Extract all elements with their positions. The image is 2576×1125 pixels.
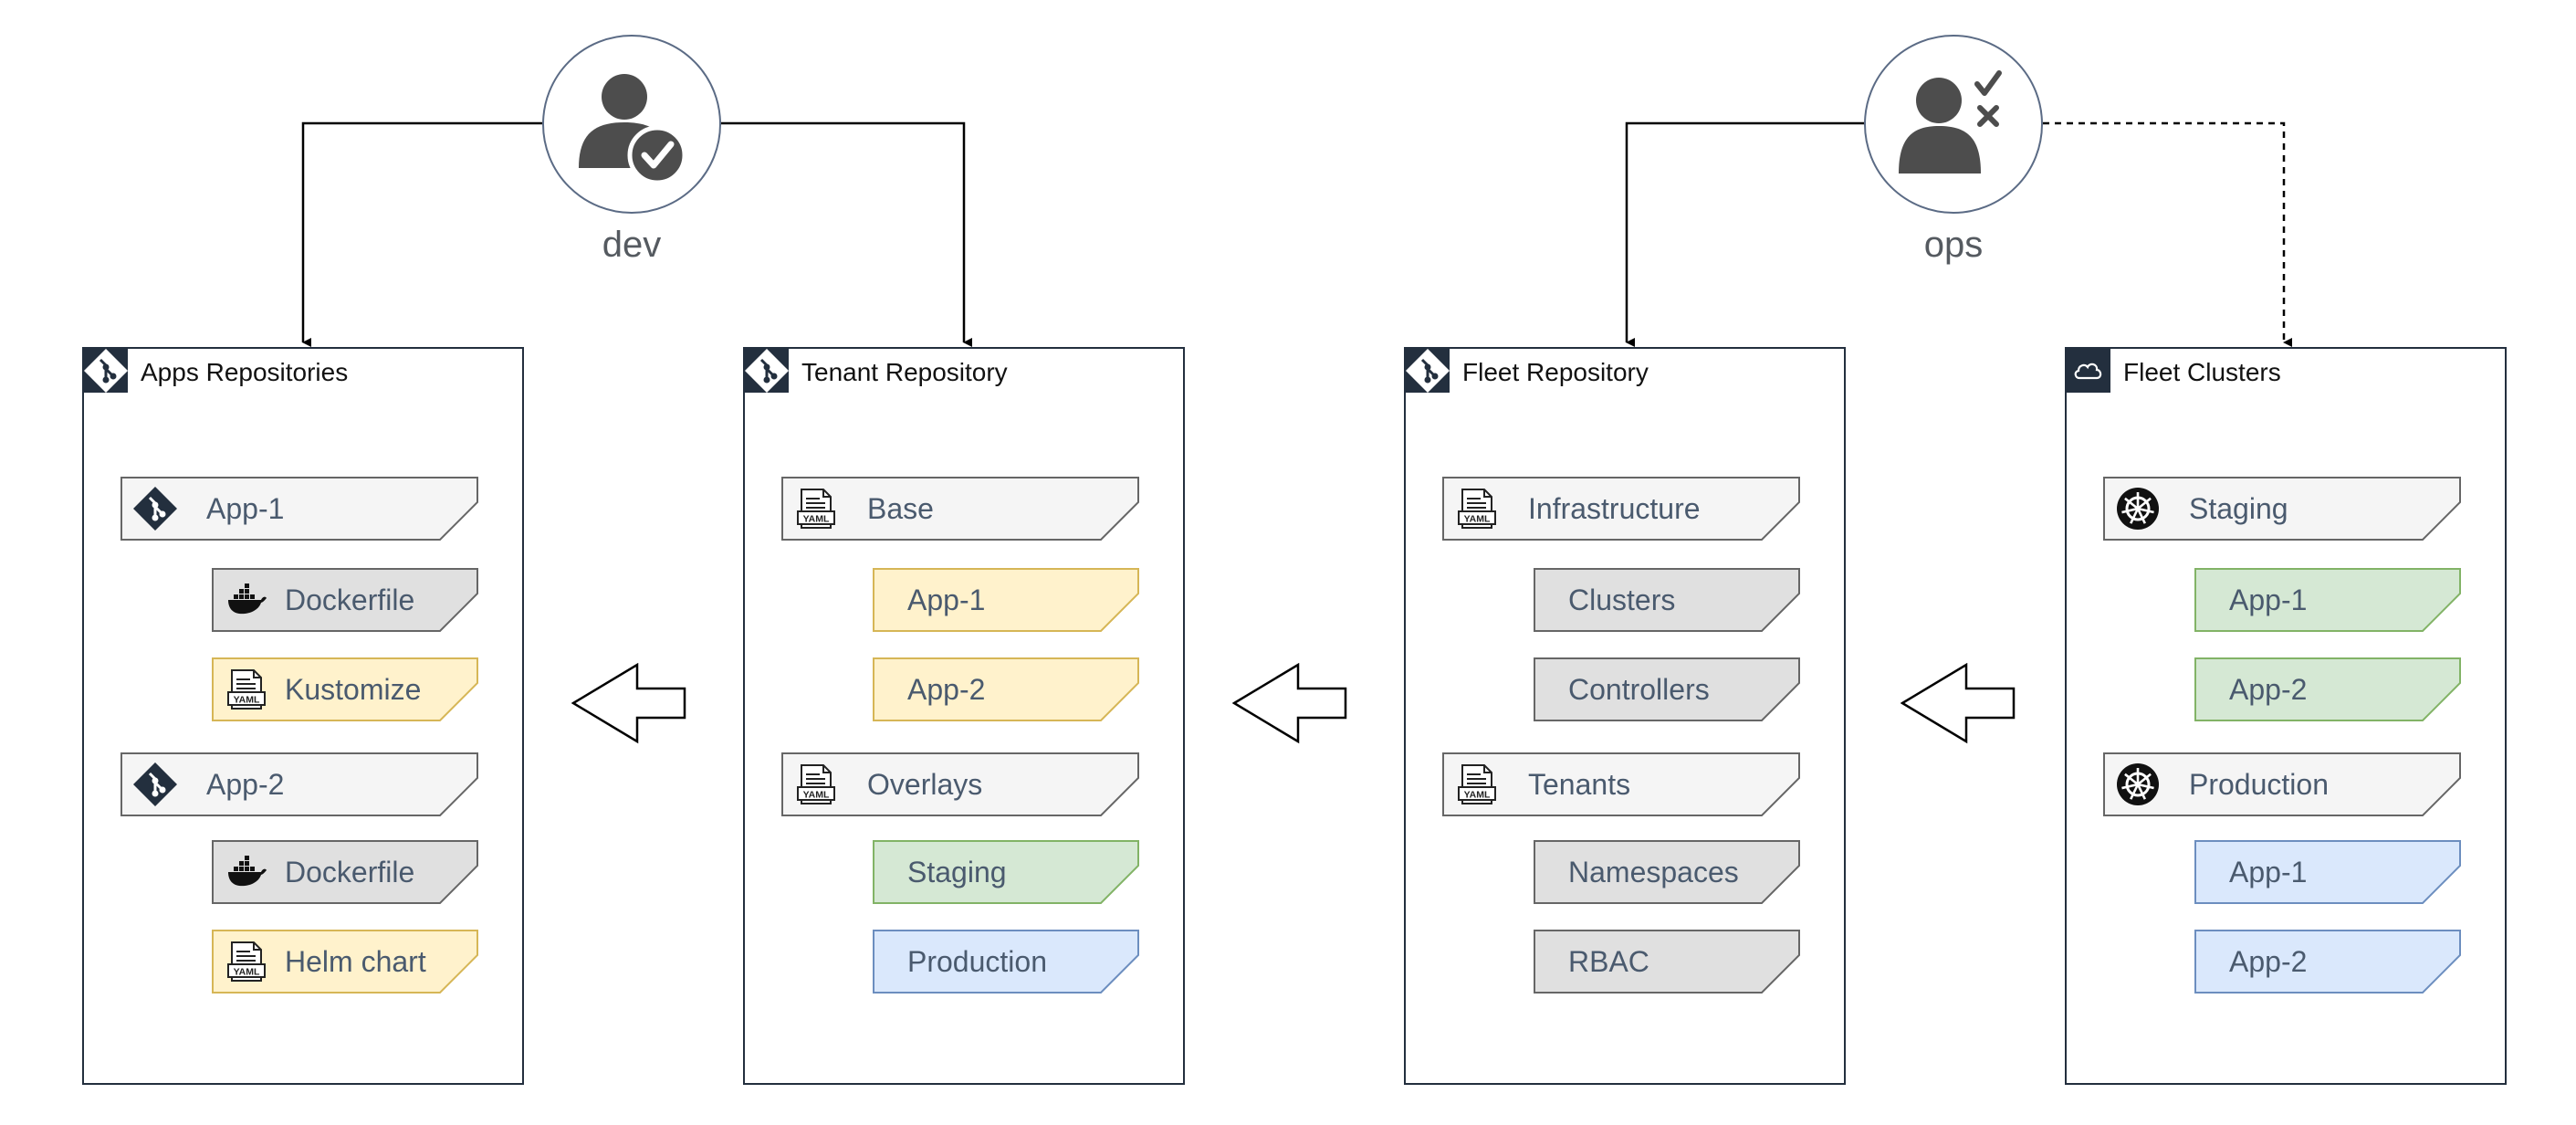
folder-item-label: App-2 bbox=[2229, 945, 2308, 978]
folder-item[interactable]: Controllers bbox=[1534, 657, 1800, 721]
svg-text:YAML: YAML bbox=[803, 514, 830, 525]
folder-item[interactable]: Namespaces bbox=[1534, 840, 1800, 904]
folder-item-label: App-1 bbox=[2229, 856, 2308, 888]
folder-item[interactable]: Production bbox=[2103, 752, 2461, 816]
yaml-icon: YAML bbox=[794, 487, 838, 531]
cloud-icon bbox=[2067, 349, 2110, 393]
folder-item-label: Overlays bbox=[867, 768, 983, 801]
svg-text:YAML: YAML bbox=[1464, 790, 1491, 801]
flow-arrow-fleet-to-tenant bbox=[1232, 663, 1347, 744]
svg-text:YAML: YAML bbox=[234, 967, 260, 978]
folder-item-label: Dockerfile bbox=[285, 856, 415, 888]
connector-dev-to-apps bbox=[301, 121, 542, 347]
folder-item[interactable]: Dockerfile bbox=[212, 568, 478, 632]
folder-item[interactable]: YAML Base bbox=[781, 477, 1139, 541]
kubernetes-icon bbox=[2116, 487, 2160, 531]
folder-item-label: Clusters bbox=[1568, 584, 1676, 616]
docker-icon bbox=[225, 850, 268, 894]
folder-item[interactable]: YAML Helm chart bbox=[212, 930, 478, 994]
git-icon bbox=[1405, 348, 1450, 394]
git-icon bbox=[132, 762, 178, 807]
kubernetes-icon bbox=[2116, 762, 2160, 806]
folder-item[interactable]: Clusters bbox=[1534, 568, 1800, 632]
container-2: Fleet Repository YAML Infrastructure Clu… bbox=[1404, 347, 1846, 1085]
folder-item-label: Dockerfile bbox=[285, 584, 415, 616]
user-review-icon bbox=[1899, 70, 2002, 173]
container-title: Fleet Repository bbox=[1462, 358, 1649, 386]
container-0: Apps Repositories App-1 Dockerfile bbox=[82, 347, 524, 1085]
folder-item[interactable]: App-1 bbox=[873, 568, 1139, 632]
folder-item-label: Production bbox=[907, 945, 1047, 978]
yaml-icon: YAML bbox=[225, 668, 268, 711]
container-1: Tenant Repository YAML Base App-1 App-2 … bbox=[743, 347, 1185, 1085]
folder-item-label: App-2 bbox=[907, 673, 986, 706]
yaml-icon: YAML bbox=[225, 940, 268, 983]
dev-label: dev bbox=[602, 225, 662, 265]
folder-item-label: App-2 bbox=[206, 768, 285, 801]
container-3: Fleet Clusters Staging App-1 App-2 Produ… bbox=[2065, 347, 2507, 1085]
docker-icon bbox=[225, 578, 268, 622]
folder-item[interactable]: YAML Overlays bbox=[781, 752, 1139, 816]
folder-item[interactable]: App-1 bbox=[2194, 840, 2461, 904]
container-title: Tenant Repository bbox=[801, 358, 1008, 386]
connector-ops-to-fleet-clusters bbox=[2043, 121, 2292, 347]
folder-item[interactable]: Staging bbox=[2103, 477, 2461, 541]
yaml-icon: YAML bbox=[1455, 487, 1499, 531]
container-title: Fleet Clusters bbox=[2123, 358, 2281, 386]
git-icon bbox=[744, 348, 790, 394]
svg-text:YAML: YAML bbox=[803, 790, 830, 801]
folder-item-label: Namespaces bbox=[1568, 856, 1739, 888]
folder-item[interactable]: YAML Infrastructure bbox=[1442, 477, 1800, 541]
folder-item[interactable]: App-1 bbox=[120, 477, 478, 541]
folder-item-label: Helm chart bbox=[285, 945, 426, 978]
folder-item[interactable]: YAML Kustomize bbox=[212, 657, 478, 721]
folder-item-label: Infrastructure bbox=[1528, 492, 1701, 525]
container-title: Apps Repositories bbox=[141, 358, 349, 386]
folder-item[interactable]: App-1 bbox=[2194, 568, 2461, 632]
yaml-icon: YAML bbox=[1455, 762, 1499, 806]
folder-item[interactable]: RBAC bbox=[1534, 930, 1800, 994]
folder-item-label: App-1 bbox=[2229, 584, 2308, 616]
flow-arrow-clusters-to-fleet bbox=[1901, 663, 2016, 744]
folder-item-label: Staging bbox=[2189, 492, 2288, 525]
svg-text:YAML: YAML bbox=[1464, 514, 1491, 525]
folder-item[interactable]: Staging bbox=[873, 840, 1139, 904]
dev-person-node bbox=[542, 35, 721, 214]
git-icon bbox=[83, 348, 129, 394]
folder-item-label: Staging bbox=[907, 856, 1007, 888]
ops-person-node bbox=[1864, 35, 2043, 214]
user-approve-icon bbox=[579, 74, 687, 185]
folder-item-label: Base bbox=[867, 492, 934, 525]
folder-item-label: RBAC bbox=[1568, 945, 1649, 978]
folder-item-label: App-1 bbox=[206, 492, 285, 525]
folder-item-label: Production bbox=[2189, 768, 2329, 801]
folder-item[interactable]: YAML Tenants bbox=[1442, 752, 1800, 816]
connector-dev-to-tenant bbox=[721, 121, 972, 347]
folder-item[interactable]: App-2 bbox=[2194, 930, 2461, 994]
folder-item-label: App-1 bbox=[907, 584, 986, 616]
flow-arrow-tenant-to-apps bbox=[571, 663, 686, 744]
folder-item[interactable]: Production bbox=[873, 930, 1139, 994]
folder-item[interactable]: App-2 bbox=[2194, 657, 2461, 721]
git-icon bbox=[132, 486, 178, 531]
ops-label: ops bbox=[1923, 225, 1984, 265]
svg-text:YAML: YAML bbox=[234, 695, 260, 706]
connector-ops-to-fleet-repo bbox=[1625, 121, 1864, 347]
folder-item-label: App-2 bbox=[2229, 673, 2308, 706]
folder-item[interactable]: App-2 bbox=[873, 657, 1139, 721]
folder-item[interactable]: App-2 bbox=[120, 752, 478, 816]
folder-item-label: Controllers bbox=[1568, 673, 1710, 706]
folder-item-label: Kustomize bbox=[285, 673, 422, 706]
folder-item[interactable]: Dockerfile bbox=[212, 840, 478, 904]
yaml-icon: YAML bbox=[794, 762, 838, 806]
folder-item-label: Tenants bbox=[1528, 768, 1631, 801]
